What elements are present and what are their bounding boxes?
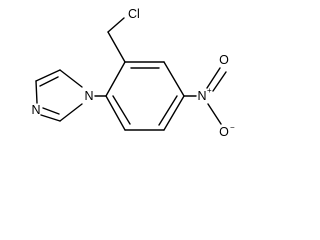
bond-cl-ch2 [107, 17, 125, 33]
bond-ring-2 [163, 61, 185, 97]
bond-nitro-o-lower [207, 103, 222, 125]
molecule-structure: Cl N N N O O + − [31, 7, 235, 139]
bond-imid-c4-c5-double [39, 76, 59, 87]
bond-ring-double-2 [158, 95, 178, 126]
atom-label-nitro-o-upper: O [219, 53, 229, 67]
bond-imid-c4-n3 [35, 80, 38, 104]
bond-ch2-ring [107, 31, 126, 63]
bond-imid-n1-c5 [59, 69, 83, 88]
bond-imid-n3-c2 [40, 114, 61, 122]
bond-ring-3 [163, 95, 185, 131]
bond-imid-c2-n1 [59, 103, 83, 122]
atom-label-nitro-o-lower: O [219, 125, 229, 139]
charge-label-nitro-o: − [230, 123, 235, 132]
bond-imid-c5-c4 [35, 69, 61, 82]
bond-nitro-o-upper-double [212, 71, 227, 92]
atom-label-chlorine: Cl [128, 7, 140, 21]
bond-nitro-o-upper [206, 67, 221, 89]
charge-label-nitro-n: + [207, 86, 212, 95]
bond-imid-n3-c2-double [42, 107, 60, 115]
bond-ring-6 [105, 61, 126, 97]
atom-label-imidazole-n3: N [31, 103, 40, 117]
atom-label-nitro-n: N [197, 89, 206, 103]
atom-label-imidazole-n1: N [84, 89, 93, 103]
bond-ring-double-3 [112, 95, 131, 125]
bond-ring-5 [105, 95, 126, 131]
